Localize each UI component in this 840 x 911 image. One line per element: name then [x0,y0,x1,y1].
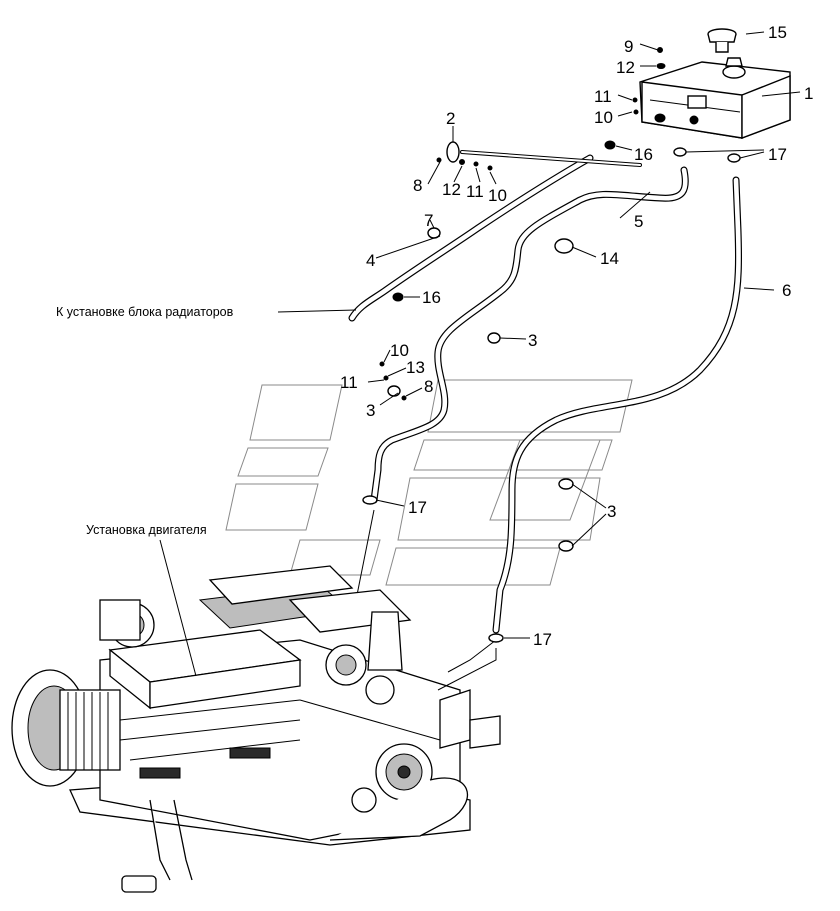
label-15: 15 [768,23,787,42]
clamps-and-bushings [362,227,574,643]
hose-part-6 [492,176,743,634]
label-10-clamp: 10 [488,186,507,205]
label-13: 13 [406,358,425,377]
label-7: 7 [424,211,433,230]
filler-cap [707,28,737,53]
label-12-tank: 12 [616,58,635,77]
label-10-tank: 10 [594,108,613,127]
label-12-clamp: 12 [442,180,461,199]
label-11-lower: 11 [340,373,358,392]
hose-part-5 [370,166,689,504]
caption-engine-installation: Установка двигателя [86,523,207,537]
label-17-lower: 17 [533,630,552,649]
label-3-right: 3 [607,502,616,521]
hose-part-4 [348,154,594,322]
label-17-middle: 17 [408,498,427,517]
label-8-upper: 8 [413,176,422,195]
label-16-lower: 16 [422,288,441,307]
label-9: 9 [624,37,633,56]
label-16-upper: 16 [634,145,653,164]
leader-lines [159,31,801,691]
label-3-upper: 3 [528,331,537,350]
fasteners-tank [604,47,741,163]
caption-radiator-connection: К установке блока радиаторов [56,305,234,319]
clamp-part-2 [436,141,493,171]
label-4: 4 [366,251,375,270]
tube-rod [460,150,642,167]
expansion-tank [639,57,791,140]
label-14: 14 [600,249,619,268]
label-11-tank: 11 [594,87,612,106]
label-8-lower: 8 [424,377,433,396]
label-3-left: 3 [366,401,375,420]
hose-lower-extension [355,509,497,673]
engine-assembly [11,565,501,893]
label-17-tank: 17 [768,145,787,164]
label-2: 2 [446,109,455,128]
label-10-lower: 10 [390,341,409,360]
label-11-clamp: 11 [466,182,484,201]
watermark-logo [225,379,633,586]
part-labels: 1 2 3 3 3 4 5 6 7 8 8 9 10 10 10 11 11 1… [340,23,813,649]
label-6: 6 [782,281,791,300]
label-1: 1 [804,84,813,103]
label-5: 5 [634,212,643,231]
